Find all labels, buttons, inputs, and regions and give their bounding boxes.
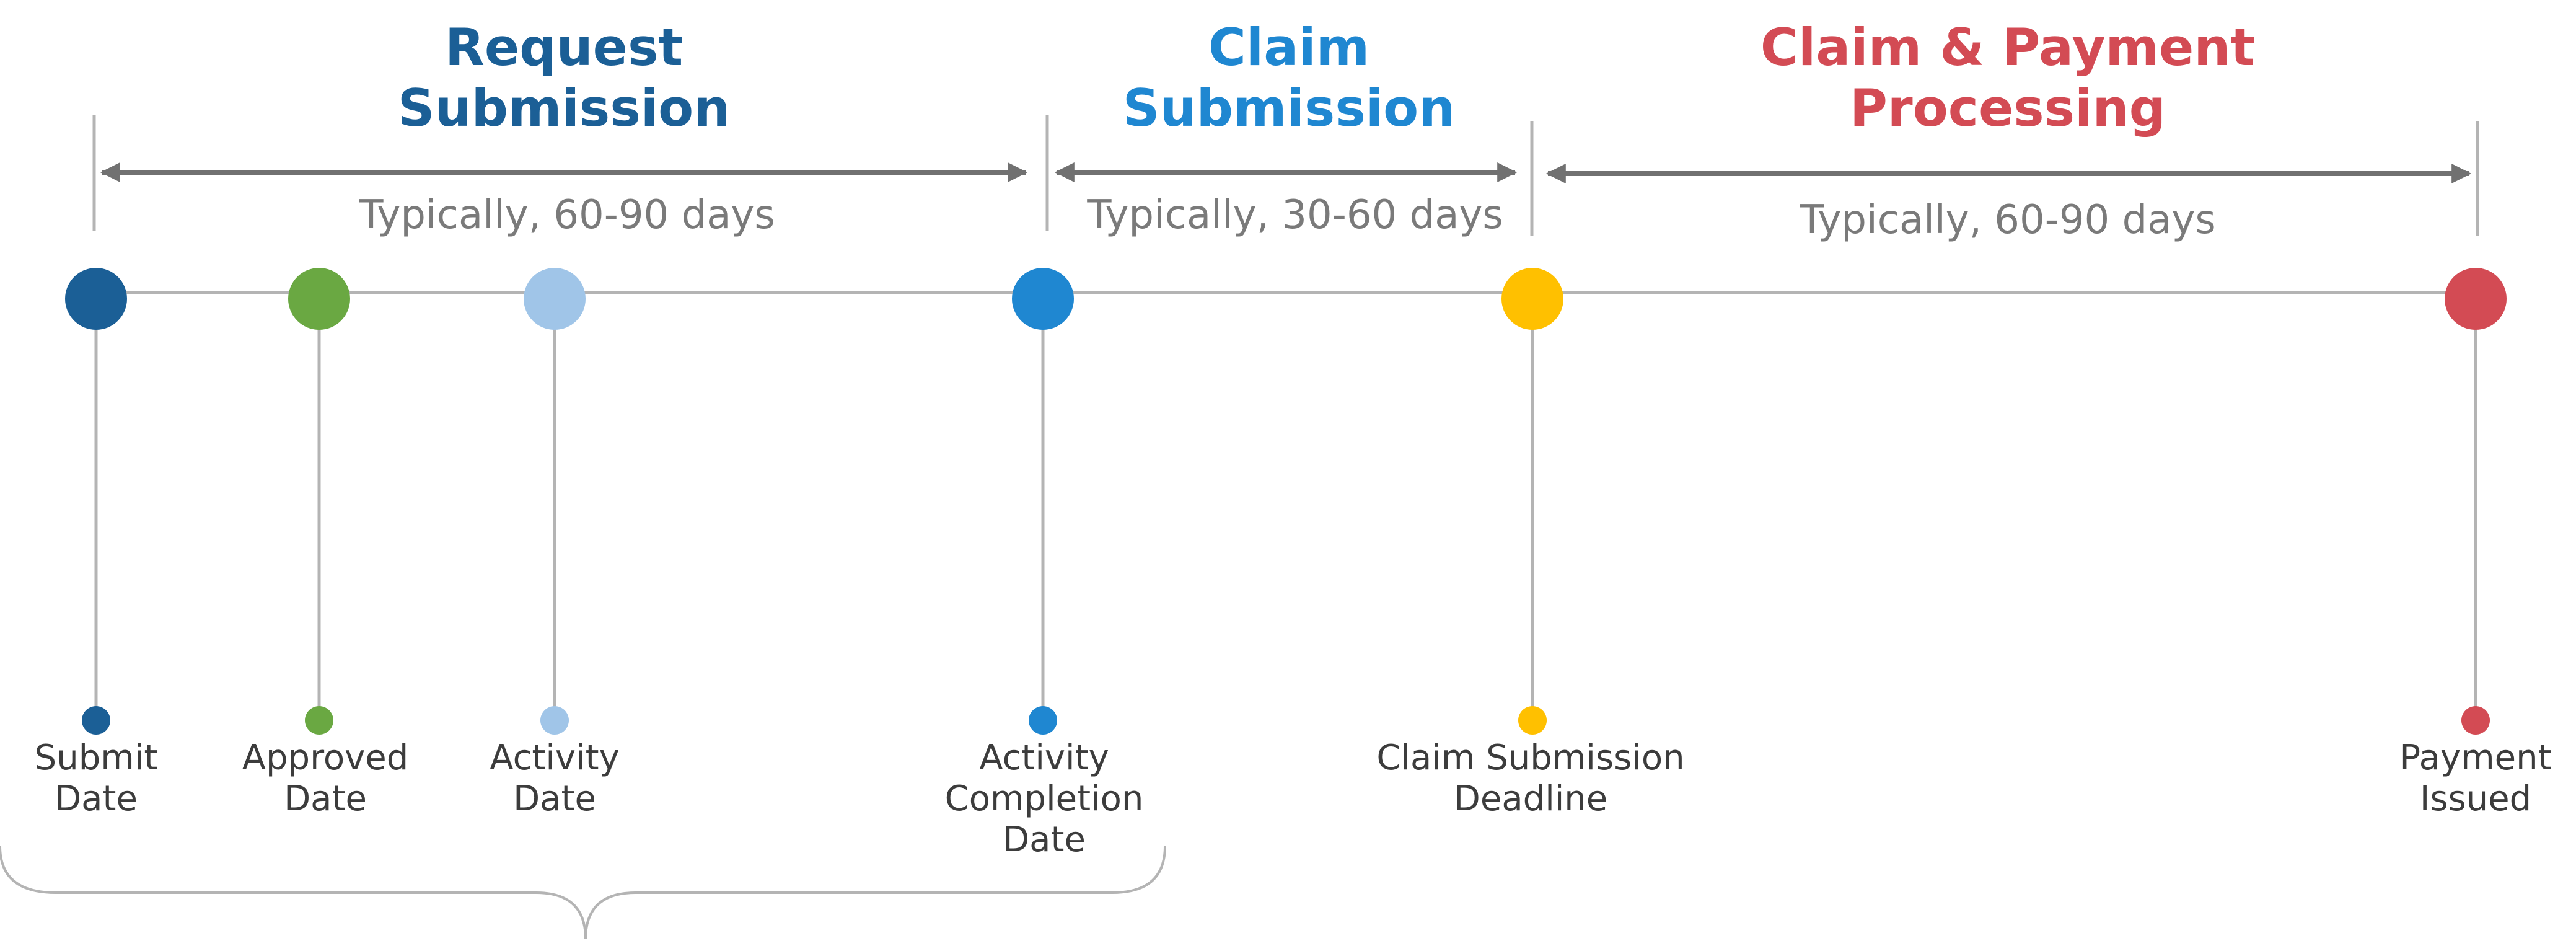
milestone-label-line: Date xyxy=(284,779,367,819)
phase-title-line: Claim & Payment xyxy=(1760,17,2256,77)
phase-boundary-lines xyxy=(92,115,2479,236)
milestone-label-submit-date: Submit Date xyxy=(3,738,189,820)
milestone-label-line: Date xyxy=(55,779,138,819)
milestone-label-line: Deadline xyxy=(1453,779,1608,819)
milestone-label-activity-completion-date: Activity Completion Date xyxy=(917,738,1171,860)
milestone-small-markers xyxy=(82,706,2490,735)
phase-duration-request: Typically, 60-90 days xyxy=(359,192,775,238)
milestone-label-line: Activity xyxy=(979,738,1109,778)
milestone-label-claim-submission-deadline: Claim Submission Deadline xyxy=(1345,738,1717,820)
milestone-label-line: Completion xyxy=(944,779,1144,819)
phase-title-line: Request xyxy=(444,17,684,77)
milestone-label-line: Date xyxy=(1003,820,1086,860)
milestone-small-dot xyxy=(540,706,569,735)
milestone-label-line: Date xyxy=(513,779,596,819)
milestone-large-dot xyxy=(288,268,350,330)
phase-title-claim-submission: Claim Submission xyxy=(1053,17,1524,139)
milestone-label-line: Payment xyxy=(2399,738,2552,778)
phase-title-line: Submission xyxy=(397,78,731,138)
milestone-label-activity-date: Activity Date xyxy=(449,738,660,820)
milestone-label-line: Claim Submission xyxy=(1376,738,1685,778)
milestone-label-line: Submit xyxy=(34,738,158,778)
phase-duration-processing: Typically, 60-90 days xyxy=(1800,197,2216,243)
phase-duration-claim: Typically, 30-60 days xyxy=(1087,192,1503,238)
milestone-large-markers xyxy=(65,268,2507,330)
milestone-label-line: Issued xyxy=(2419,779,2532,819)
milestone-large-dot xyxy=(1012,268,1074,330)
phase-duration-arrows xyxy=(100,162,2472,183)
phase-title-line: Claim xyxy=(1208,17,1370,77)
milestone-label-approved-date: Approved Date xyxy=(214,738,437,820)
phase-title-line: Submission xyxy=(1122,78,1456,138)
phase-title-request-submission: Request Submission xyxy=(310,17,818,139)
milestone-large-dot xyxy=(2445,268,2507,330)
milestone-label-payment-issued: Payment Issued xyxy=(2373,738,2576,820)
milestone-large-dot xyxy=(524,268,586,330)
milestone-small-dot xyxy=(2461,706,2490,735)
milestone-stems xyxy=(94,299,2477,720)
milestone-small-dot xyxy=(82,706,110,735)
milestone-small-dot xyxy=(305,706,333,735)
milestone-large-dot xyxy=(65,268,127,330)
milestone-small-dot xyxy=(1518,706,1547,735)
milestone-label-line: Approved xyxy=(242,738,409,778)
milestone-label-line: Activity xyxy=(490,738,620,778)
phase-title-claim-payment-processing: Claim & Payment Processing xyxy=(1698,17,2318,139)
phase-title-line: Processing xyxy=(1849,78,2166,138)
milestone-large-dot xyxy=(1501,268,1563,330)
milestone-small-dot xyxy=(1029,706,1057,735)
curly-brace xyxy=(0,846,1166,940)
